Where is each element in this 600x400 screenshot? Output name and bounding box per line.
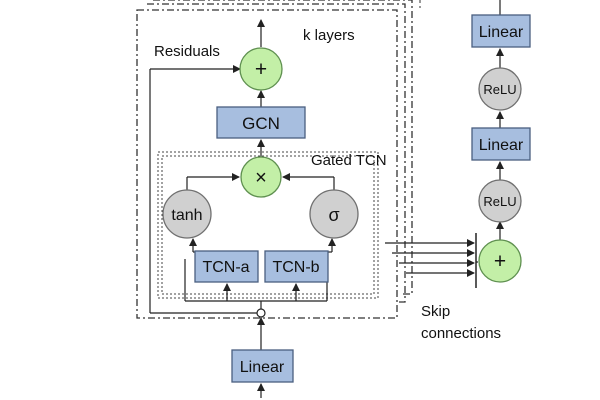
output-linear-mid-block: Linear [471, 127, 531, 161]
tcn-b-label: TCN-b [272, 259, 319, 276]
tcn-a-label: TCN-a [202, 259, 249, 276]
relu-top-node: ReLU [478, 67, 522, 111]
residual-add-node: + [239, 47, 283, 91]
skip-add-label: + [494, 250, 506, 273]
skip-label-line-1: Skip [421, 303, 451, 320]
gated-tcn-frame [157, 151, 379, 299]
multiply-node: × [240, 156, 282, 198]
skip-connections-label: Skip connections [421, 301, 501, 345]
split-junction [256, 308, 266, 318]
input-linear-block: Linear [231, 349, 294, 383]
multiply-label: × [255, 167, 267, 189]
input-linear-label: Linear [240, 359, 285, 376]
relu-bottom-node: ReLU [478, 179, 522, 223]
gated-tcn-label: Gated TCN [311, 152, 387, 169]
output-linear-top-label: Linear [479, 24, 524, 41]
stacked-layer-frames [136, 0, 413, 319]
gcn-label: GCN [242, 114, 280, 133]
relu-top-label: ReLU [483, 82, 516, 97]
skip-label-line-2: connections [421, 325, 502, 342]
tcn-a-block: TCN-a [194, 250, 259, 283]
gcn-block: GCN [216, 106, 306, 139]
relu-bottom-label: ReLU [483, 194, 516, 209]
sigma-node: σ [309, 189, 359, 239]
tcn-b-block: TCN-b [264, 250, 329, 283]
layer-frame [136, 9, 398, 319]
output-linear-top-block: Linear [471, 14, 531, 48]
residuals-label: Residuals [154, 43, 220, 60]
connections [149, 0, 504, 398]
tanh-label: tanh [171, 207, 202, 224]
output-linear-mid-label: Linear [479, 137, 524, 154]
tanh-node: tanh [162, 189, 212, 239]
sigma-label: σ [328, 205, 339, 225]
residual-add-label: + [255, 58, 267, 81]
k-layers-label: k layers [303, 27, 355, 44]
skip-add-node: + [478, 239, 522, 283]
